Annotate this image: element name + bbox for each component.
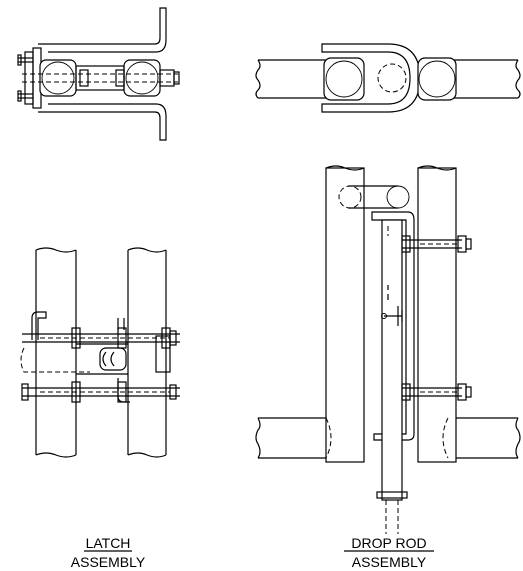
- latch-plan-view: [17, 7, 180, 141]
- drop-rod-plan-view: [255, 43, 521, 113]
- latch-elevation-view: [20, 247, 180, 458]
- latch-label-line1: LATCH: [86, 535, 131, 551]
- latch-label-line2: ASSEMBLY: [71, 554, 146, 570]
- drop-rod-label-line1: DROP ROD: [351, 535, 426, 551]
- drop-rod-elevation-view: [255, 165, 521, 534]
- drop-rod-label-line2: ASSEMBLY: [352, 554, 427, 570]
